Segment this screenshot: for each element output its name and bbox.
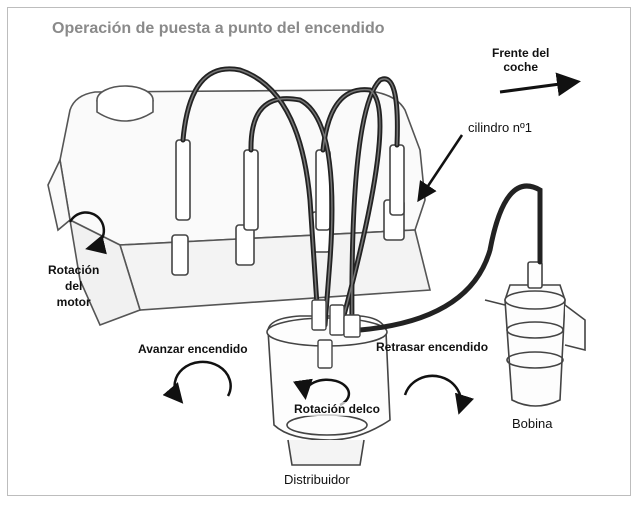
advance-label: Avanzar encendido [138,342,248,356]
page-title: Operación de puesta a punto del encendid… [52,20,385,37]
engine-rotation-label: Rotación del motor [48,262,99,310]
front-of-car-label: Frente del coche [492,46,549,74]
cylinder-1-label: cilindro nº1 [468,120,533,135]
advance-arrow [162,360,232,404]
spark-plug-wires-inner [182,68,399,331]
retard-arrow [403,374,475,415]
distributor-label: Distribuidor [284,472,350,487]
spark-plug-boots [171,139,405,276]
distributor [266,315,391,466]
distributor-cap-terminals [311,299,361,369]
engine-rotation-line-3: motor [56,295,91,309]
engine-rotation-arrow [68,211,107,255]
front-of-car-line-2: coche [503,60,539,74]
front-of-car-line-1: Frente del [492,46,550,60]
engine-rotation-line-1: Rotación [48,263,100,277]
delco-rotation-label: Rotación delco [294,402,381,416]
engine-rotation-line-2: del [65,279,83,293]
valve-cover [47,89,432,327]
retard-label: Retrasar encendido [376,340,489,354]
front-arrow [499,72,581,97]
cylinder-1-arrow [417,134,464,203]
ignition-coil [484,261,586,407]
delco-rotation-arrow [293,378,351,407]
coil-label: Bobina [512,416,553,431]
oil-cap [96,85,154,122]
